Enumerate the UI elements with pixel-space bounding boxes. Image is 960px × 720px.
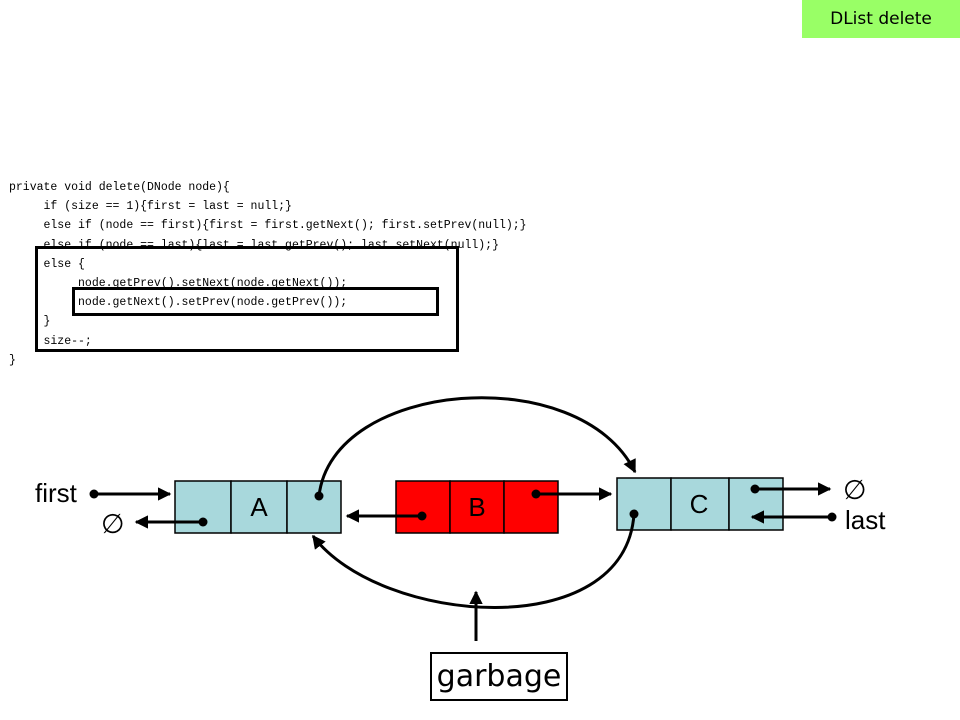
node-b-next-dot xyxy=(531,489,541,499)
code-line: else { xyxy=(9,257,85,271)
node-c: C xyxy=(616,477,784,531)
null-symbol-left: ∅ xyxy=(101,509,125,539)
code-line: size--; xyxy=(9,334,92,348)
node-b-label: B xyxy=(468,492,485,522)
null-symbol-right: ∅ xyxy=(843,475,867,505)
else-branch-highlight-box xyxy=(35,246,459,352)
node-c-prev-dot xyxy=(629,509,639,519)
node-c-prev-cell xyxy=(616,477,672,531)
code-line: else if (node == first){first = first.ge… xyxy=(9,219,527,233)
node-b-prev-cell xyxy=(395,480,451,534)
node-c-label: C xyxy=(690,489,709,519)
node-c-prev-to-a-arrow xyxy=(311,513,636,609)
last-label: last xyxy=(845,505,886,535)
code-line: node.getNext().setPrev(node.getPrev()); xyxy=(9,296,348,310)
first-label: first xyxy=(35,478,78,508)
code-line: } xyxy=(9,353,16,367)
code-line: } xyxy=(9,315,51,329)
node-a-prev-dot xyxy=(198,517,208,527)
node-a-next-cell xyxy=(286,480,342,534)
node-b: B xyxy=(395,480,559,534)
garbage-label: garbage xyxy=(430,652,568,701)
code-line: if (size == 1){first = last = null;} xyxy=(9,200,292,214)
node-a-next-dot xyxy=(314,491,324,501)
node-c-data-cell xyxy=(670,477,730,531)
node-b-prev-dot xyxy=(417,511,427,521)
node-b-next-cell xyxy=(503,480,559,534)
code-line: node.getPrev().setNext(node.getNext()); xyxy=(9,277,348,291)
current-line-highlight-box xyxy=(72,287,439,316)
last-pointer-dot xyxy=(827,512,837,522)
first-pointer-dot xyxy=(89,489,99,499)
slide-title-tag: DList delete xyxy=(802,0,960,38)
node-c-next-dot xyxy=(750,484,760,494)
node-a-label: A xyxy=(250,492,268,522)
code-line: private void delete(DNode node){ xyxy=(9,181,230,194)
node-a-next-to-c-arrow xyxy=(317,396,637,497)
